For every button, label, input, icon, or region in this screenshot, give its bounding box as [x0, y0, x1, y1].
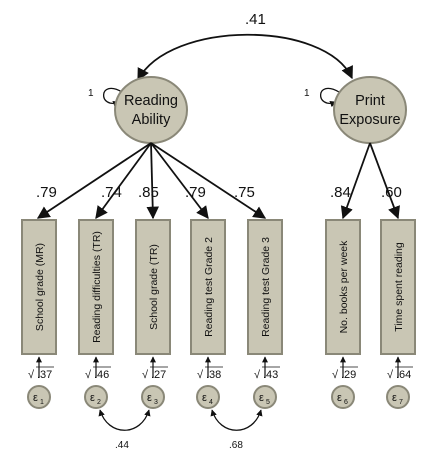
- latent-covariance-label: .41: [245, 11, 266, 28]
- reading-variance-label: 1: [88, 88, 94, 99]
- svg-text:ε: ε: [33, 392, 38, 404]
- svg-text:√: √: [28, 369, 35, 381]
- svg-text:√: √: [197, 369, 204, 381]
- residual-label-4: .38: [206, 369, 221, 381]
- indicator-label-1: School grade (MR): [34, 243, 46, 331]
- loading-arrow-6: [340, 142, 371, 220]
- residual-label-1: .37: [37, 369, 52, 381]
- svg-text:3: 3: [154, 399, 158, 406]
- loading-label-5: .75: [234, 184, 255, 201]
- svg-text:√: √: [254, 369, 261, 381]
- svg-text:√: √: [332, 369, 339, 381]
- indicator-7: Time spent reading: [380, 219, 416, 355]
- print-variance-loop: [319, 87, 340, 108]
- residual-2: √ .46: [85, 356, 111, 381]
- residual-label-7: .64: [396, 369, 411, 381]
- svg-text:ε: ε: [90, 392, 95, 404]
- error-4: ε 4: [196, 385, 220, 409]
- residual-3: √ .27: [142, 356, 168, 381]
- indicator-label-7: Time spent reading: [393, 242, 405, 332]
- loading-label-2: .74: [101, 184, 122, 201]
- residual-label-2: .46: [94, 369, 109, 381]
- svg-text:√: √: [85, 369, 92, 381]
- residual-label-5: .43: [263, 369, 278, 381]
- svg-text:ε: ε: [259, 392, 264, 404]
- indicator-label-2: Reading difficulties (TR): [91, 231, 103, 343]
- loading-label-1: .79: [36, 184, 57, 201]
- latent-print-label-1: Print: [355, 93, 385, 109]
- loading-label-7: .60: [381, 184, 402, 201]
- loading-label-3: .85: [138, 184, 159, 201]
- residual-7: √ .64: [387, 356, 413, 381]
- latent-print-label-2: Exposure: [339, 112, 400, 128]
- error-covariance-e2-e3: [98, 409, 151, 431]
- svg-text:1: 1: [40, 399, 44, 406]
- residual-4: √ .38: [197, 356, 223, 381]
- error-5: ε 5: [253, 385, 277, 409]
- residual-label-6: .29: [341, 369, 356, 381]
- indicator-2: Reading difficulties (TR): [78, 219, 114, 355]
- latent-reading-label-2: Ability: [132, 112, 171, 128]
- loading-arrow-5: [150, 142, 267, 219]
- error-covariance-label-e2-e3: .44: [115, 440, 129, 451]
- indicator-6: No. books per week: [325, 219, 361, 355]
- svg-text:ε: ε: [337, 392, 342, 404]
- loading-arrow-3: [146, 142, 159, 220]
- residual-1: √ .37: [28, 356, 54, 381]
- error-6: ε 6: [331, 385, 355, 409]
- svg-text:√: √: [142, 369, 149, 381]
- latent-covariance-arrow: [137, 33, 353, 82]
- residual-5: √ .43: [254, 356, 280, 381]
- svg-text:2: 2: [97, 399, 101, 406]
- latent-reading-ability: [114, 76, 188, 144]
- indicator-3: School grade (TR): [135, 219, 171, 355]
- error-7: ε 7: [386, 385, 410, 409]
- error-covariance-label-e4-e5: .68: [229, 440, 243, 451]
- loading-arrow-4: [150, 142, 209, 220]
- loading-arrow-2: [95, 142, 152, 220]
- error-2: ε 2: [84, 385, 108, 409]
- indicator-label-3: School grade (TR): [148, 244, 160, 330]
- residual-6: √ .29: [332, 356, 358, 381]
- indicator-4: Reading test Grade 2: [190, 219, 226, 355]
- svg-text:ε: ε: [147, 392, 152, 404]
- indicator-label-5: Reading test Grade 3: [260, 237, 272, 337]
- error-covariance-e4-e5: [210, 409, 263, 431]
- indicator-1: School grade (MR): [21, 219, 57, 355]
- error-1: ε 1: [27, 385, 51, 409]
- svg-text:6: 6: [344, 399, 348, 406]
- print-variance-label: 1: [304, 88, 310, 99]
- loading-arrow-1: [36, 142, 152, 219]
- indicator-label-6: No. books per week: [338, 240, 350, 334]
- reading-variance-loop: [102, 87, 123, 108]
- svg-text:√: √: [387, 369, 394, 381]
- indicator-label-4: Reading test Grade 2: [203, 237, 215, 337]
- latent-print-exposure: [333, 76, 407, 144]
- error-3: ε 3: [141, 385, 165, 409]
- latent-reading-label-1: Reading: [124, 93, 178, 109]
- svg-text:4: 4: [209, 399, 213, 406]
- svg-text:ε: ε: [202, 392, 207, 404]
- loading-arrow-7: [369, 142, 400, 220]
- loading-label-6: .84: [330, 184, 351, 201]
- loading-label-4: .79: [185, 184, 206, 201]
- residual-label-3: .27: [151, 369, 166, 381]
- indicator-5: Reading test Grade 3: [247, 219, 283, 355]
- svg-text:5: 5: [266, 399, 270, 406]
- svg-text:7: 7: [399, 399, 403, 406]
- svg-text:ε: ε: [392, 392, 397, 404]
